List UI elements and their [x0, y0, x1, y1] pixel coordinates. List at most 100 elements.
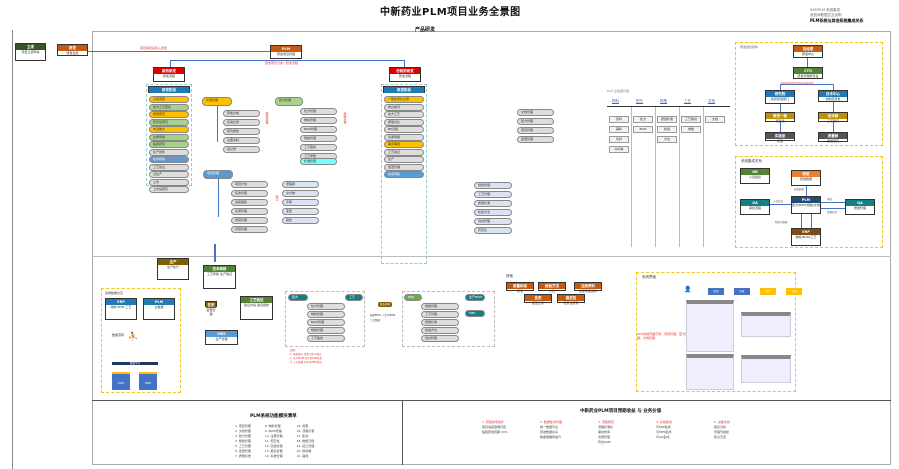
table-header[interactable]: 物料: [612, 99, 619, 103]
branch-item[interactable]: 物料管理: [300, 117, 337, 124]
table-header[interactable]: 文档: [708, 99, 715, 103]
formula-tag[interactable]: 工艺: [345, 294, 363, 301]
branch-item[interactable]: 包材管理: [474, 218, 512, 225]
branch-item[interactable]: 工艺管理: [474, 191, 512, 198]
branch-item[interactable]: 任务管理: [231, 190, 268, 197]
stage-item[interactable]: 技术转移: [384, 171, 424, 178]
branch-item[interactable]: 进度跟踪: [231, 199, 268, 206]
table-cell[interactable]: 质量标准: [657, 116, 677, 123]
erp-header[interactable]: ERP: [404, 294, 422, 301]
branch-item[interactable]: 变更管理: [517, 136, 554, 143]
node-other-d[interactable]: 变更变更记录: [524, 294, 552, 305]
table-cell[interactable]: 检验: [657, 126, 677, 133]
node-other-c[interactable]: 注册资料注册申报资料: [574, 282, 602, 293]
flow-box-1[interactable]: PLM: [112, 372, 130, 390]
stage-item[interactable]: 质量对比: [384, 118, 424, 126]
table-cell[interactable]: 辅料: [609, 126, 629, 133]
flow-box-2[interactable]: ERP: [139, 372, 157, 390]
stage-item[interactable]: 上市: [149, 178, 189, 186]
branch-item[interactable]: 检验方法: [474, 209, 512, 216]
erp-item[interactable]: 工艺管理: [421, 311, 459, 318]
table-cell[interactable]: 中间体: [609, 146, 629, 153]
branch-item[interactable]: BOM管理: [300, 126, 337, 133]
node-org-left3[interactable]: 实验室化验: [765, 132, 795, 143]
stage-item[interactable]: 一致性评价立项: [384, 96, 424, 103]
stage-item[interactable]: 技术转移: [149, 156, 189, 163]
branch-item[interactable]: 研发文档: [223, 110, 260, 117]
node-other-a[interactable]: 质量标准标准: [506, 282, 534, 293]
stage-item[interactable]: 临床研究: [149, 141, 189, 148]
branch-item[interactable]: 工艺路线: [300, 144, 337, 151]
branch-item[interactable]: 项目计划: [231, 181, 268, 188]
formula-header[interactable]: 配方: [288, 294, 308, 301]
table-header[interactable]: 规格: [660, 99, 667, 103]
branch-item[interactable]: 费用管理: [231, 217, 268, 224]
node-lower-n4[interactable]: 工艺验证验证方案 验证报告: [240, 296, 273, 320]
branch-sub-item[interactable]: 评审: [282, 199, 319, 206]
branch3-header[interactable]: 项目管理: [203, 170, 233, 179]
table-cell[interactable]: BOM: [633, 126, 653, 133]
screen-step[interactable]: 执行: [760, 288, 776, 295]
stage-item[interactable]: 注册申报: [149, 133, 189, 141]
branch-item[interactable]: 规格管理: [474, 182, 512, 189]
branch-item[interactable]: 研究报告: [223, 128, 260, 135]
node-org-right3[interactable]: 质量部质量研究: [818, 132, 848, 143]
formula-item[interactable]: BOM管理: [307, 319, 345, 326]
branch-item[interactable]: 批记录: [223, 146, 260, 153]
screen-step[interactable]: 归档: [786, 288, 802, 295]
screen-step[interactable]: 审批: [734, 288, 750, 295]
formula-item[interactable]: 规格管理: [307, 327, 345, 334]
branch-item[interactable]: 文档管理: [517, 109, 554, 116]
mes-tag[interactable]: MES: [465, 310, 485, 317]
stage-item[interactable]: 处方工艺: [384, 111, 424, 118]
branch1-header[interactable]: 文档管理: [202, 97, 232, 106]
node-step1[interactable]: 研发研发任务: [57, 44, 88, 56]
branch2-header[interactable]: 配方管理: [275, 97, 303, 106]
node-org-top[interactable]: 总经理研发中心: [793, 45, 823, 58]
erp-item[interactable]: 规格管理: [421, 303, 459, 310]
stage-item[interactable]: 中试放大: [149, 126, 189, 133]
table-cell[interactable]: 参数: [681, 126, 701, 133]
branch-sub-item[interactable]: 报告: [282, 217, 319, 224]
branch-item[interactable]: 项目管理: [517, 127, 554, 134]
stage-item[interactable]: 试生产: [149, 171, 189, 178]
stage-item[interactable]: 生产: [384, 156, 424, 163]
erp-tag[interactable]: 生产BOM: [465, 294, 485, 301]
formula-converter[interactable]: 配方转换: [378, 302, 392, 307]
node-lower-n1[interactable]: 生产生产执行: [157, 258, 189, 280]
node-lower-n3[interactable]: 变更变更管理: [205, 301, 217, 316]
formula-item[interactable]: 工艺路线: [307, 335, 345, 342]
node-org-left[interactable]: 研究院新药研发部门: [765, 90, 795, 104]
node-org-right2[interactable]: 技术部工艺研究: [818, 112, 848, 123]
branch-sub-item[interactable]: 变更: [282, 208, 319, 215]
screen-step[interactable]: 申请: [708, 288, 724, 295]
table-cell[interactable]: 工艺路线: [681, 116, 701, 123]
table-header[interactable]: 工艺: [684, 99, 691, 103]
node-lower-n2[interactable]: 技术转移工艺转移 生产验证: [203, 265, 236, 289]
branch-item[interactable]: 资源管理: [231, 208, 268, 215]
node-org-left2[interactable]: 研发一部项目组: [765, 112, 795, 123]
branch-item[interactable]: 风险管理: [231, 226, 268, 233]
stage-item[interactable]: 处方工艺研究: [149, 103, 189, 111]
branch-item[interactable]: 实验记录: [223, 119, 260, 126]
node-red-a[interactable]: 新药研发研发流程: [153, 67, 185, 82]
table-cell[interactable]: 文档: [705, 116, 725, 123]
table-cell[interactable]: 处方: [633, 116, 653, 123]
erp-item[interactable]: 质量标准: [421, 319, 459, 326]
stage-item[interactable]: BE试验: [384, 126, 424, 133]
branch-sub-item[interactable]: 里程碑: [282, 181, 319, 188]
node-integ-rd[interactable]: 研发研发数据: [791, 170, 821, 186]
branch2-extra[interactable]: 标准管理: [300, 158, 337, 165]
stage-item[interactable]: 质量研究: [149, 111, 189, 118]
stage-item[interactable]: 变更管理: [384, 163, 424, 171]
stage-item[interactable]: 生产批件: [149, 148, 189, 156]
stage-item[interactable]: 注册申报: [384, 133, 424, 141]
